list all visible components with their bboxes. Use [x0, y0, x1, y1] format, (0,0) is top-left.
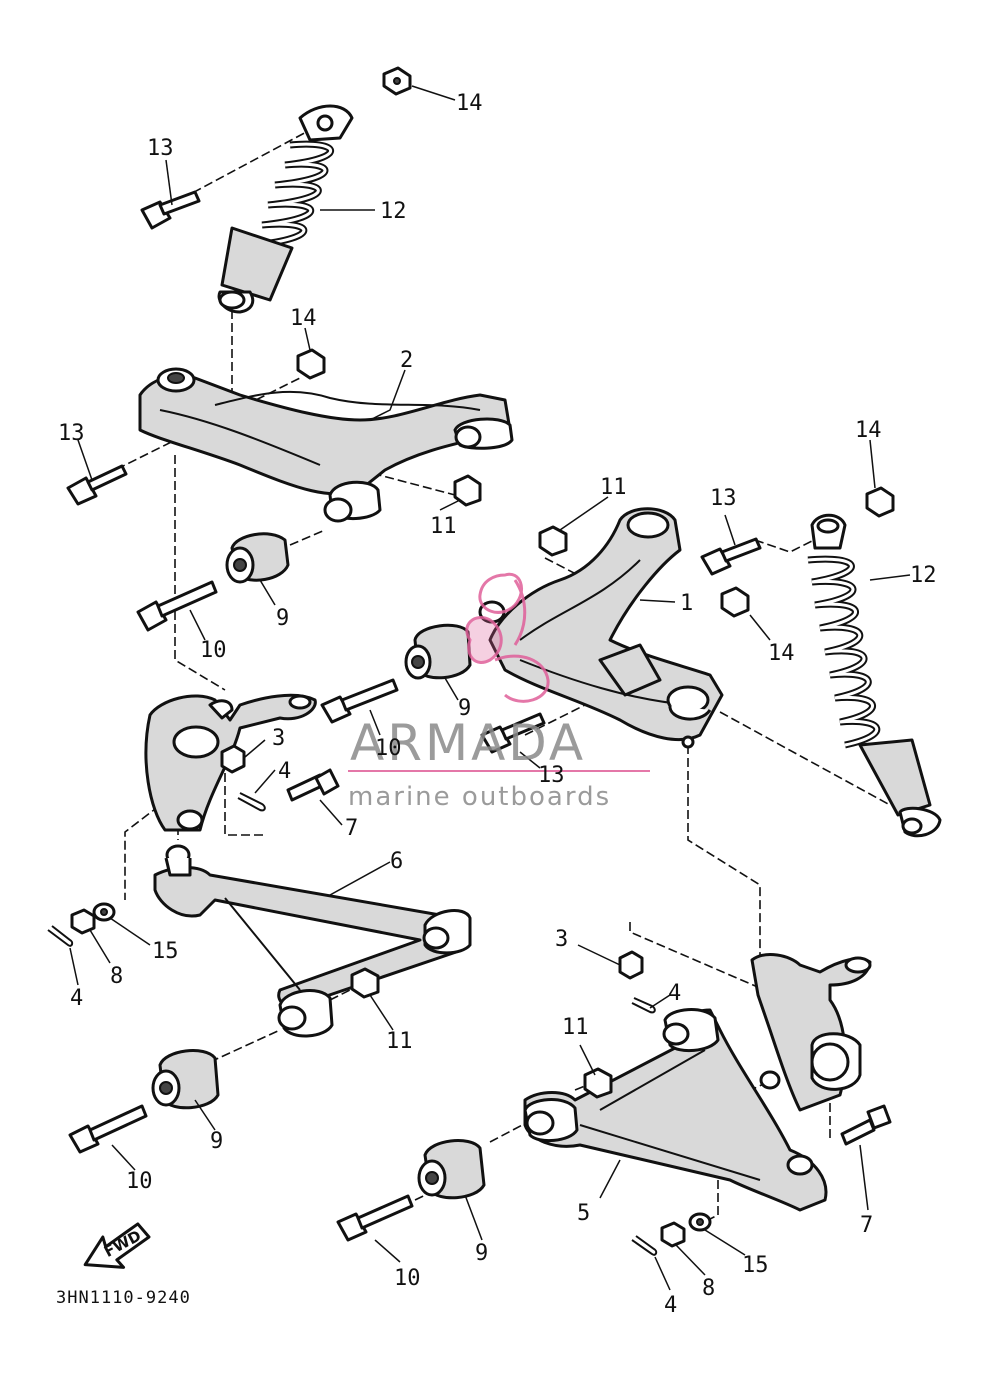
- armada-logo-icon: [465, 572, 550, 703]
- callout-label: 10: [200, 638, 227, 663]
- bolt-10-c: [68, 1104, 148, 1154]
- bolt-13-upper: [66, 464, 128, 506]
- nut-11-lower: [350, 967, 380, 999]
- callout-label: 9: [276, 606, 289, 631]
- callout-label: 14: [855, 418, 882, 443]
- fastener-group: [47, 66, 895, 1256]
- callout-label: 9: [458, 696, 471, 721]
- callout-label: 15: [742, 1253, 769, 1278]
- cotter-pin-4-c: [631, 997, 656, 1014]
- nut-11-lower-right: [583, 1067, 613, 1099]
- bolt-group: [66, 190, 892, 1242]
- steering-knuckle-left: [144, 693, 317, 832]
- bolt-7-left: [286, 768, 340, 802]
- coil-spring-left: [254, 140, 335, 249]
- cotter-pin-4-d: [631, 1235, 658, 1256]
- bolt-10-d: [336, 1194, 414, 1242]
- callout-label: 4: [278, 759, 291, 784]
- upper-arm-1: [478, 507, 724, 749]
- bolt-7-right: [840, 1104, 892, 1146]
- callout-label: 7: [860, 1213, 873, 1238]
- lower-arm-5: [523, 1008, 828, 1212]
- assembly-guide-lines: [104, 121, 891, 1226]
- callout-label: 2: [400, 348, 413, 373]
- bushing-9-a: [225, 532, 290, 584]
- diagram-code: 3HN1110-9240: [56, 1288, 191, 1308]
- shock-absorber-right: [807, 513, 942, 838]
- brand-tagline: marine outboards: [348, 782, 611, 812]
- callout-label: 11: [600, 475, 627, 500]
- nut-14-right-top: [865, 486, 895, 518]
- cotter-pin-4-a: [237, 792, 266, 812]
- nut-14-mid: [296, 348, 326, 380]
- bolt-13-mid: [480, 712, 546, 754]
- callout-label: 9: [210, 1129, 223, 1154]
- washer-15-right: [688, 1212, 712, 1232]
- bolt-10-a: [136, 580, 218, 632]
- callout-label: 13: [710, 486, 737, 511]
- callout-label: 4: [668, 981, 681, 1006]
- callout-label: 10: [394, 1266, 421, 1291]
- nut-3-right: [618, 950, 644, 980]
- leader-lines: [69, 85, 911, 1291]
- callout-label: 4: [664, 1293, 677, 1318]
- forward-arrow-icon: FWD: [83, 1222, 151, 1269]
- bushing-9-b: [404, 623, 472, 680]
- callout-labels: 14 13 12 14 2 13 11 9 10 11 13 1 14 12 1…: [58, 91, 937, 1318]
- bushing-9-d: [417, 1139, 486, 1200]
- callout-label: 4: [70, 986, 83, 1011]
- callout-label: 12: [910, 563, 937, 588]
- callout-label: 7: [345, 816, 358, 841]
- callout-label: 8: [110, 964, 123, 989]
- nut-14-top: [382, 66, 412, 96]
- cotter-pin-4-b: [47, 925, 74, 947]
- callout-label: 3: [272, 726, 285, 751]
- nut-3-left: [220, 744, 246, 774]
- nut-11-right: [538, 525, 568, 557]
- lower-arm-6: [153, 844, 472, 1038]
- callout-label: 14: [768, 641, 795, 666]
- bushing-group: [151, 532, 486, 1200]
- callout-label: 6: [390, 849, 403, 874]
- callout-label: 15: [152, 939, 179, 964]
- callout-label: 10: [375, 736, 402, 761]
- callout-label: 14: [290, 306, 317, 331]
- callout-label: 11: [562, 1015, 589, 1040]
- callout-label: 13: [58, 421, 85, 446]
- bolt-10-b: [320, 678, 399, 724]
- callout-label: 8: [702, 1276, 715, 1301]
- callout-label: 14: [456, 91, 483, 116]
- callout-label: 11: [430, 514, 457, 539]
- nut-8-left: [70, 908, 96, 935]
- callout-label: 1: [680, 591, 693, 616]
- callout-label: 3: [555, 927, 568, 952]
- callout-label: 13: [147, 136, 174, 161]
- coil-spring-right: [807, 555, 881, 749]
- bolt-13-right: [700, 537, 762, 576]
- callout-label: 12: [380, 199, 407, 224]
- callout-label: 11: [386, 1029, 413, 1054]
- steering-knuckle-right: [750, 953, 872, 1112]
- nut-8-right: [660, 1221, 686, 1248]
- callout-label: 10: [126, 1169, 153, 1194]
- bolt-13-top: [140, 190, 201, 230]
- brand-name: ARMADA: [350, 714, 586, 772]
- shock-absorber-left: [217, 104, 354, 314]
- callout-label: 5: [577, 1201, 590, 1226]
- washer-15-left: [92, 902, 116, 922]
- armada-watermark: ARMADA marine outboards: [348, 572, 650, 812]
- callout-label: 9: [475, 1241, 488, 1266]
- callout-label: 13: [538, 763, 565, 788]
- nut-14-right-mid: [720, 586, 750, 618]
- upper-arm-2: [138, 367, 514, 523]
- nut-11-upper: [453, 474, 482, 507]
- bushing-9-c: [151, 1049, 220, 1110]
